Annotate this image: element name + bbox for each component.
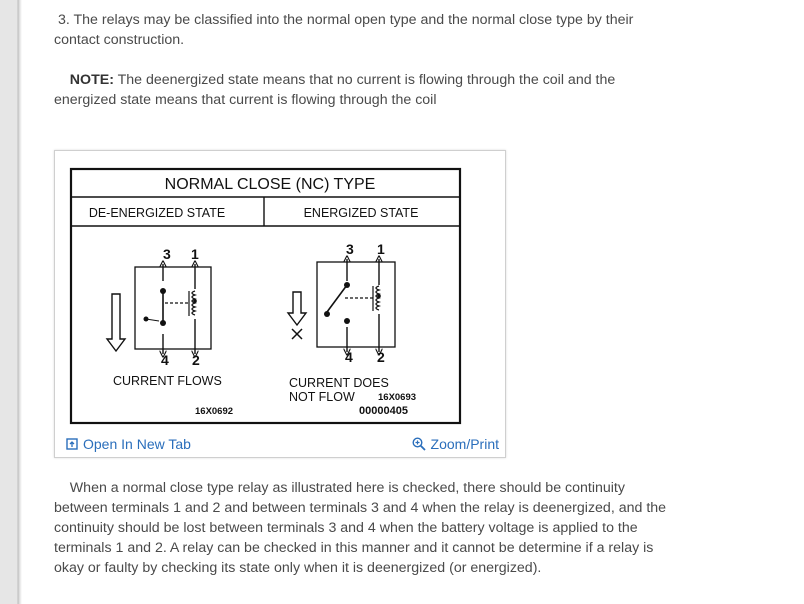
item3-text: 3. The relays may be classified into the…	[54, 12, 634, 48]
right-caption-line2: NOT FLOW	[289, 390, 355, 404]
right-terminal-3: 3	[346, 241, 354, 257]
left-relay-box	[134, 266, 212, 350]
open-new-tab-link[interactable]: Open In New Tab	[66, 433, 191, 455]
right-figure-number: 00000405	[359, 405, 408, 417]
relay-diagram: NORMAL CLOSE (NC) TYPE DE-ENERGIZED STAT…	[69, 167, 462, 425]
current-flow-arrow-icon	[105, 293, 127, 353]
left-relay-schematic: 3 1 4 2 CURRENT FLOWS 16X0692	[105, 246, 233, 417]
left-edge-bar	[0, 0, 22, 604]
figure-toolbar: Open In New Tab Zoom/Print	[55, 433, 505, 455]
right-terminal-4: 4	[345, 349, 353, 365]
paragraph-body: When a normal close type relay as illust…	[54, 478, 674, 578]
left-figure-code: 16X0692	[195, 406, 233, 417]
right-terminal-2: 2	[377, 349, 385, 365]
paragraph-item3: 3. The relays may be classified into the…	[54, 10, 654, 50]
zoom-print-link[interactable]: Zoom/Print	[412, 433, 499, 455]
right-relay-box	[316, 261, 396, 348]
no-current-arrow-icon	[286, 291, 308, 327]
left-terminal-4: 4	[161, 352, 169, 368]
left-header: DE-ENERGIZED STATE	[89, 206, 225, 220]
body-text: When a normal close type relay as illust…	[54, 480, 667, 576]
left-terminal-1: 1	[191, 246, 199, 262]
note-label: NOTE:	[69, 72, 114, 88]
note-text: The deenergized state means that no curr…	[54, 72, 616, 108]
relay-figure: NORMAL CLOSE (NC) TYPE DE-ENERGIZED STAT…	[54, 150, 506, 458]
open-new-tab-icon	[66, 438, 78, 450]
right-relay-schematic: 3 1 4 2 CURRENT DOES NOT FLOW 16X0693	[286, 241, 416, 417]
zoom-icon	[412, 437, 426, 451]
right-terminal-1: 1	[377, 241, 385, 257]
right-figure-code: 16X0693	[378, 392, 416, 403]
zoom-print-label: Zoom/Print	[430, 436, 499, 452]
right-caption-line1: CURRENT DOES	[289, 376, 389, 390]
left-terminal-2: 2	[192, 352, 200, 368]
right-header: ENERGIZED STATE	[304, 206, 419, 220]
diagram-frame	[69, 167, 462, 425]
left-caption: CURRENT FLOWS	[113, 374, 222, 388]
open-new-tab-label: Open In New Tab	[83, 436, 191, 452]
diagram-title: NORMAL CLOSE (NC) TYPE	[165, 176, 376, 193]
paragraph-note: NOTE: The deenergized state means that n…	[54, 70, 654, 110]
left-terminal-3: 3	[163, 246, 171, 262]
